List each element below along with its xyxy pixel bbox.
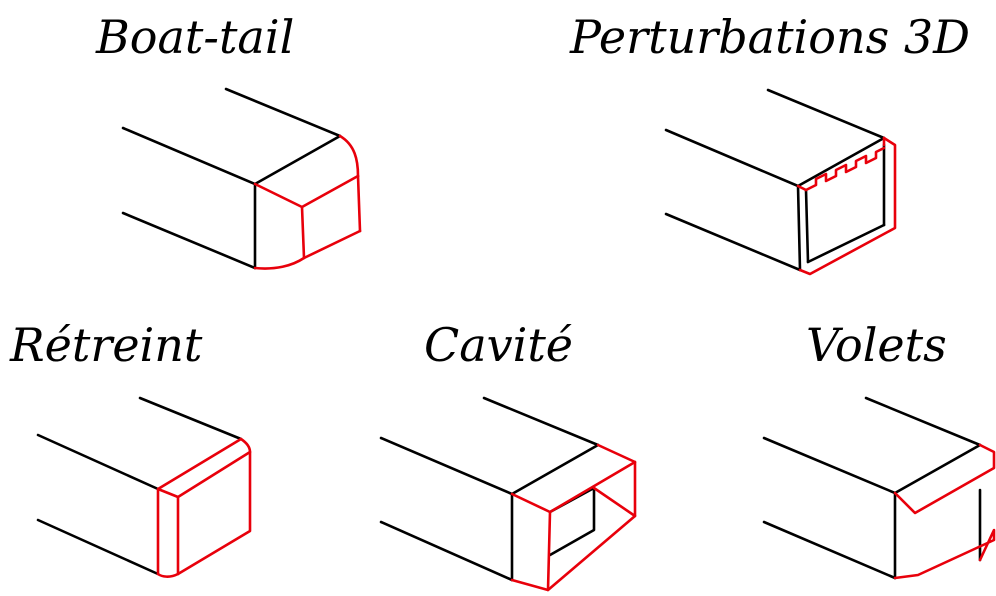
- volets-flap-top: [893, 443, 996, 515]
- retreint-body-edge-top: [138, 396, 243, 441]
- perturbations-inner-left: [804, 188, 810, 264]
- cavite-inner-corner: [592, 486, 637, 518]
- perturbations-serrated-link: [796, 184, 808, 192]
- cavite-inner-frame-left: [546, 510, 552, 592]
- boat-tail-curve-bottom: [253, 256, 306, 270]
- retreint-inner-top: [156, 450, 252, 499]
- title-perturbations-3d: Perturbations 3D: [570, 10, 970, 64]
- title-boat-tail: Boat-tail: [96, 10, 295, 64]
- perturbations-end-edge-left: [796, 184, 802, 272]
- cavite-body-edge-top: [482, 396, 600, 447]
- volets-body-edge-left: [762, 436, 897, 495]
- boat-tail-curve-top: [338, 134, 360, 178]
- boat-tail-face-vertical-left: [300, 205, 306, 260]
- volets-end-edge-top: [893, 443, 982, 495]
- boat-tail-body-edge-top: [224, 87, 342, 138]
- cavite-outer-frame: [510, 443, 637, 592]
- boat-tail-end-edge-top: [253, 134, 342, 186]
- perturbations-inner-bottom: [806, 223, 886, 264]
- volets-flap-bottom: [893, 528, 996, 580]
- boat-tail-face-outline: [253, 174, 360, 209]
- perturbations-body-edge-left: [664, 128, 800, 188]
- panel-perturbations-3d: [664, 88, 897, 276]
- title-cavite: Cavité: [424, 318, 574, 372]
- panel-retreint: [36, 396, 252, 578]
- boat-tail-face-bottom: [302, 229, 362, 260]
- panel-boat-tail: [121, 87, 362, 270]
- perturbations-frame-right: [798, 136, 897, 276]
- retreint-body-edge-left: [36, 433, 160, 491]
- perturbations-serrated-edge: [804, 146, 886, 192]
- cavite-end-edge-top: [510, 443, 600, 496]
- retreint-body-edge-bottom: [36, 518, 160, 576]
- perturbations-body-edge-bottom: [664, 212, 802, 272]
- volets-body-edge-top: [864, 396, 982, 447]
- perturbations-end-edge-top: [796, 136, 886, 188]
- perturbations-body-edge-top: [766, 88, 886, 140]
- panel-volets: [762, 396, 996, 580]
- cavite-body-edge-left: [379, 436, 514, 496]
- boat-tail-face-vertical-right: [356, 174, 362, 233]
- boat-tail-body-edge-left: [121, 126, 257, 186]
- title-volets: Volets: [806, 318, 947, 372]
- cavite-body-edge-bottom: [379, 520, 514, 582]
- panel-cavite: [379, 396, 637, 592]
- volets-body-edge-bottom: [762, 520, 897, 580]
- boat-tail-body-edge-bottom: [121, 211, 257, 270]
- title-retreint: Rétreint: [10, 318, 203, 372]
